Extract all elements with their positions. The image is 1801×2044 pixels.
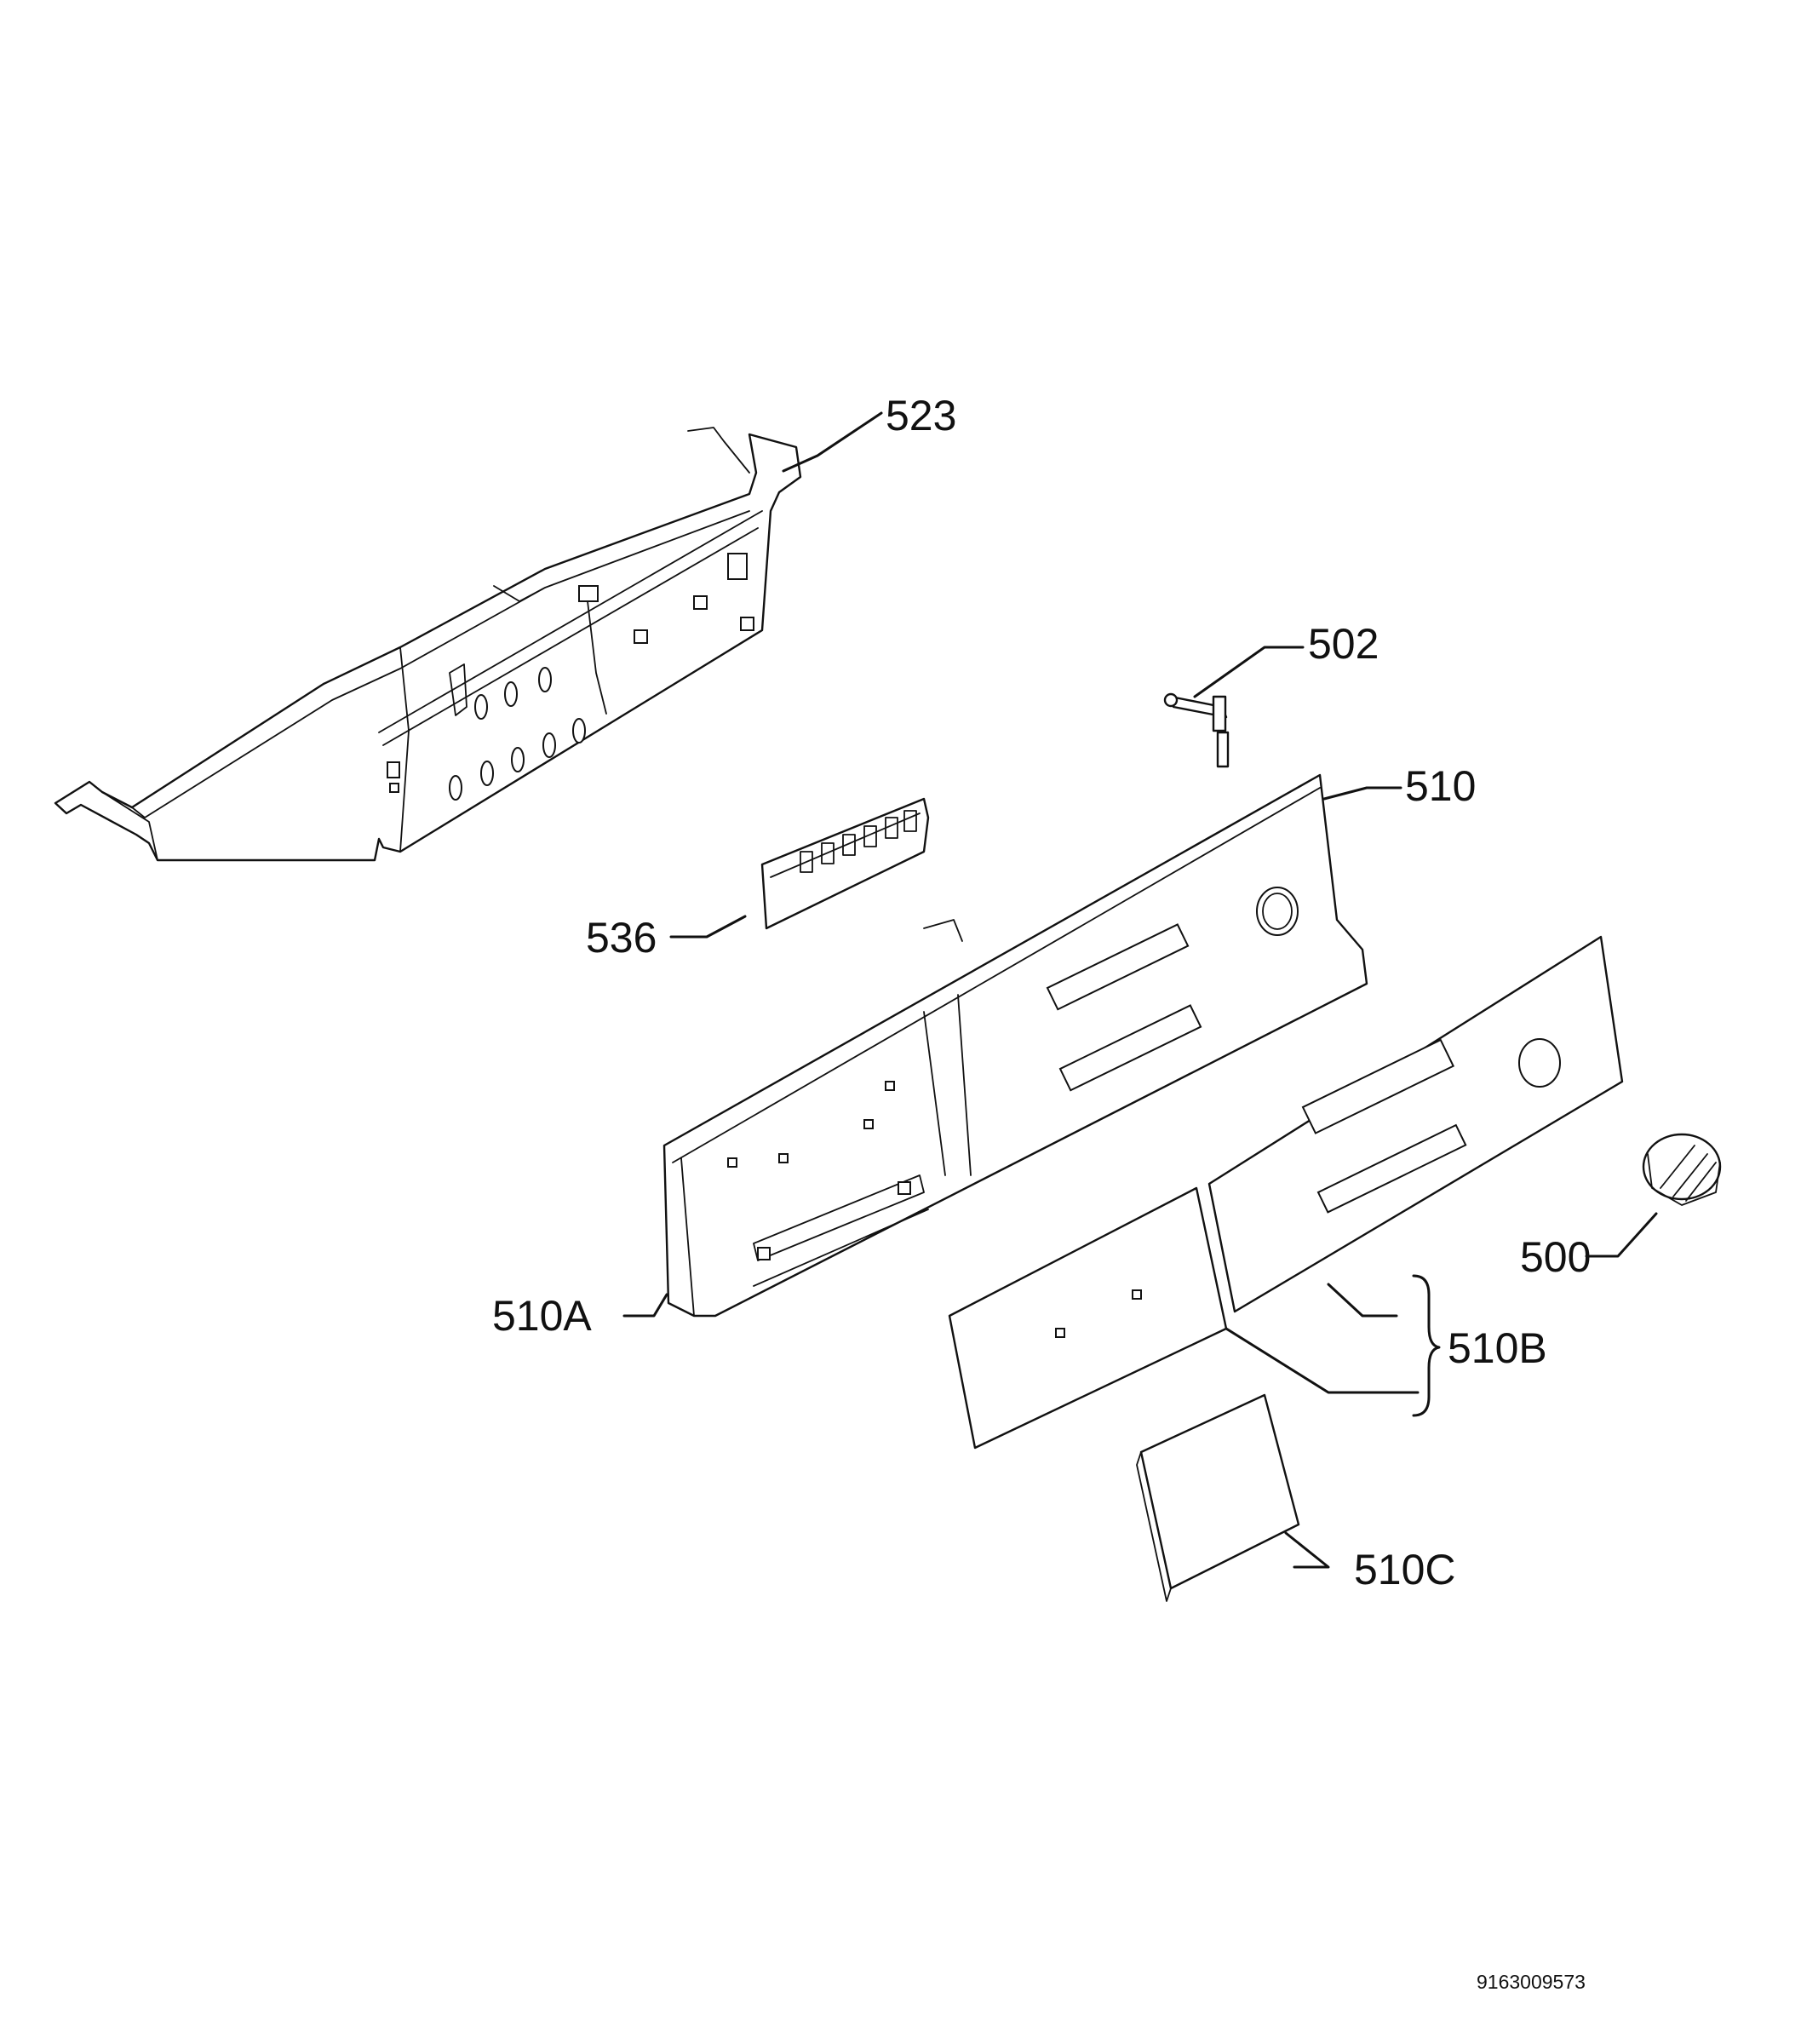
part-502-pin (1163, 692, 1230, 768)
leader-lines (622, 411, 1658, 1569)
callout-510: 510 (1405, 762, 1476, 810)
part-500-knob (1642, 1133, 1722, 1206)
part-510B-overlay-right (1207, 935, 1624, 1313)
leader-510C (1284, 1531, 1330, 1569)
part-536-button-strip (760, 797, 930, 930)
callout-523: 523 (886, 392, 956, 439)
callout-536: 536 (586, 914, 657, 962)
callout-502: 502 (1308, 620, 1379, 668)
document-number: 9163009573 (1477, 1971, 1586, 1993)
callout-510B: 510B (1448, 1324, 1547, 1372)
part-510B-overlay-left (948, 1186, 1228, 1450)
part-510-panel-housing (662, 773, 1368, 1318)
leader-510A (622, 1293, 668, 1318)
brace-510B (1412, 1274, 1441, 1417)
leader-502 (1193, 646, 1305, 698)
leader-523 (782, 411, 883, 473)
callout-510A: 510A (492, 1292, 592, 1340)
part-510C-flap (1136, 1393, 1300, 1602)
leader-510 (1322, 786, 1402, 801)
callout-510C: 510C (1354, 1546, 1456, 1593)
leader-510B-lower (1225, 1327, 1420, 1394)
part-523-bracket (54, 427, 802, 862)
leader-500 (1585, 1212, 1658, 1258)
leader-536 (669, 915, 747, 939)
leader-510B-upper (1327, 1283, 1398, 1318)
callout-500: 500 (1520, 1233, 1591, 1281)
